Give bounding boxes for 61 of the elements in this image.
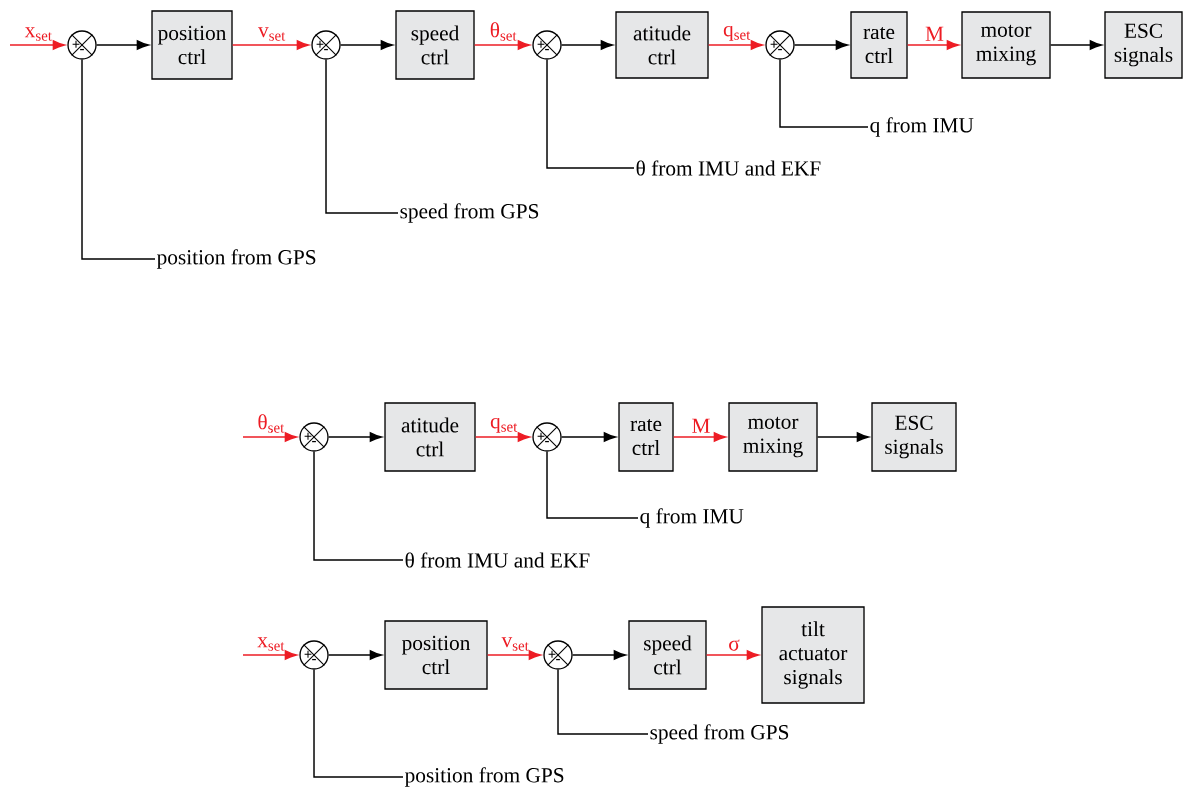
arrow: [816, 432, 869, 442]
summing-junction: + -: [67, 30, 97, 60]
edge-label: M: [692, 418, 710, 433]
edge-label: σ: [729, 639, 740, 651]
edge-label: θ$_{set}$: [490, 22, 517, 41]
summing-junction: + -: [299, 640, 329, 670]
signal-text: q from IMU: [640, 508, 744, 528]
block-box: rate ctrl: [618, 402, 674, 472]
arrow: [242, 432, 297, 442]
edge-label: v$_{set}$: [501, 637, 529, 651]
edge-label: x$_{set}$: [24, 27, 52, 41]
signal-text: q from IMU: [870, 117, 974, 137]
edge-label: v$_{set}$: [258, 27, 286, 41]
arrow: [327, 650, 382, 660]
summing-junction: + -: [543, 640, 573, 670]
arrow: [906, 40, 959, 50]
arrow: [231, 40, 309, 50]
signal-text: speed from GPS: [650, 724, 789, 744]
block-box: motor mixing: [961, 11, 1051, 79]
arrow: [672, 432, 726, 442]
edge-label: θ$_{set}$: [258, 414, 285, 433]
block-box: position ctrl: [384, 620, 488, 690]
summing-junction: + -: [311, 30, 341, 60]
edge-label: x$_{set}$: [257, 637, 285, 651]
arrow: [9, 40, 65, 50]
block-box: rate ctrl: [850, 11, 908, 79]
edge-label: q$_{set}$: [490, 417, 518, 433]
block-box: speed ctrl: [628, 620, 707, 690]
arrow: [473, 40, 530, 50]
block-box: ESC signals: [1104, 11, 1183, 79]
signal-text: θ from IMU and EKF: [405, 552, 590, 568]
block-box: atitude ctrl: [615, 11, 709, 79]
arrow: [242, 650, 297, 660]
edge-label: M: [925, 26, 944, 41]
signal-text: θ from IMU and EKF: [636, 160, 821, 176]
block-box: speed ctrl: [395, 10, 475, 80]
arrow: [560, 40, 613, 50]
arrow: [95, 40, 149, 50]
signal-text: position from GPS: [156, 249, 316, 269]
block-box: motor mixing: [728, 402, 818, 472]
signal-text: speed from GPS: [400, 203, 539, 223]
summing-junction: + -: [765, 30, 795, 60]
edge-label: q$_{set}$: [723, 25, 751, 41]
arrow: [486, 650, 541, 660]
arrow: [705, 650, 759, 660]
block-box: atitude ctrl: [384, 402, 476, 472]
arrow: [339, 40, 393, 50]
block-box: position ctrl: [151, 10, 233, 80]
signal-text: position from GPS: [404, 767, 564, 787]
summing-junction: + -: [532, 422, 562, 452]
arrow: [1049, 40, 1102, 50]
block-box: tilt actuator signals: [761, 606, 865, 704]
arrow: [474, 432, 530, 442]
summing-junction: + -: [299, 422, 329, 452]
summing-junction: + -: [532, 30, 562, 60]
arrow: [707, 40, 763, 50]
arrow: [327, 432, 382, 442]
arrow: [560, 432, 616, 442]
arrow: [793, 40, 848, 50]
block-box: ESC signals: [871, 402, 957, 472]
arrow: [571, 650, 626, 660]
